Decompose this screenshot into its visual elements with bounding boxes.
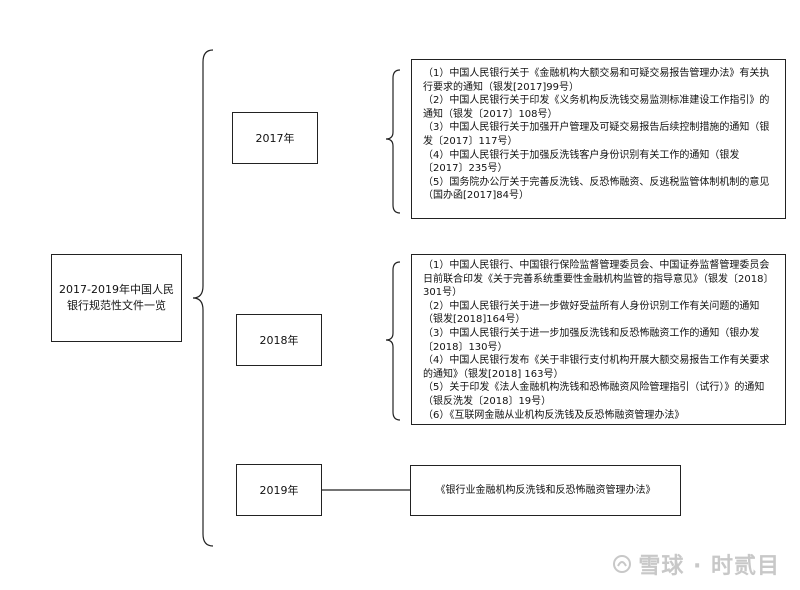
brace-2017 (385, 69, 401, 214)
year-node-2017: 2017年 (232, 112, 318, 164)
doc-item: （1）中国人民银行关于《金融机构大额交易和可疑交易报告管理办法》有关执行要求的通… (423, 68, 770, 93)
doc-item: （1）中国人民银行、中国银行保险监督管理委员会、中国证券监督管理委员会日前联合印… (423, 260, 774, 299)
doc-item: （4）中国人民银行关于加强反洗钱客户身份识别有关工作的通知（银发〔2017〕23… (423, 149, 740, 175)
root-label: 2017-2019年中国人民银行规范性文件一览 (59, 283, 174, 312)
root-node: 2017-2019年中国人民银行规范性文件一览 (51, 254, 182, 342)
doc-item: （6）《互联网金融从业机构反洗钱及反恐怖融资管理办法》 (423, 409, 685, 421)
year-label: 2018年 (259, 334, 299, 347)
doc-item: （2）中国人民银行关于印发《义务机构反洗钱交易监测标准建设工作指引》的通知（银发… (423, 95, 770, 120)
doc-item: （4）中国人民银行发布《关于非银行支付机构开展大额交易报告工作有关要求的通知》（… (423, 355, 770, 380)
docs-box-2019: 《银行业金融机构反洗钱和反恐怖融资管理办法》 (410, 465, 681, 516)
brace-2018 (385, 261, 401, 421)
watermark-text: 雪球 · 时贰目 (638, 554, 780, 579)
doc-item: （5）关于印发《法人金融机构洗钱和恐怖融资风险管理指引（试行）》的通知（银反洗发… (423, 382, 765, 407)
docs-box-2018: （1）中国人民银行、中国银行保险监督管理委员会、中国证券监督管理委员会日前联合印… (411, 254, 786, 425)
doc-item: （2）中国人民银行关于进一步做好受益所有人身份识别工作有关问题的通知（银发[20… (423, 300, 760, 326)
doc-item: （5）国务院办公厅关于完善反洗钱、反恐怖融资、反逃税监管体制机制的意见（国办函[… (423, 176, 770, 202)
year-node-2019: 2019年 (236, 464, 322, 516)
docs-box-2017: （1）中国人民银行关于《金融机构大额交易和可疑交易报告管理办法》有关执行要求的通… (411, 59, 786, 219)
year-node-2018: 2018年 (236, 314, 322, 366)
watermark: 雪球 · 时贰目 (612, 548, 780, 580)
doc-item: 《银行业金融机构反洗钱和反恐怖融资管理办法》 (435, 484, 656, 496)
main-brace (192, 49, 214, 547)
year-label: 2017年 (255, 132, 295, 145)
snowball-logo-icon (613, 555, 632, 573)
doc-item: （3）中国人民银行关于加强开户管理及可疑交易报告后续控制措施的通知（银发〔201… (423, 122, 770, 147)
doc-item: （3）中国人民银行关于进一步加强反洗钱和反恐怖融资工作的通知（银办发〔2018〕… (423, 327, 760, 353)
year-label: 2019年 (259, 484, 299, 497)
